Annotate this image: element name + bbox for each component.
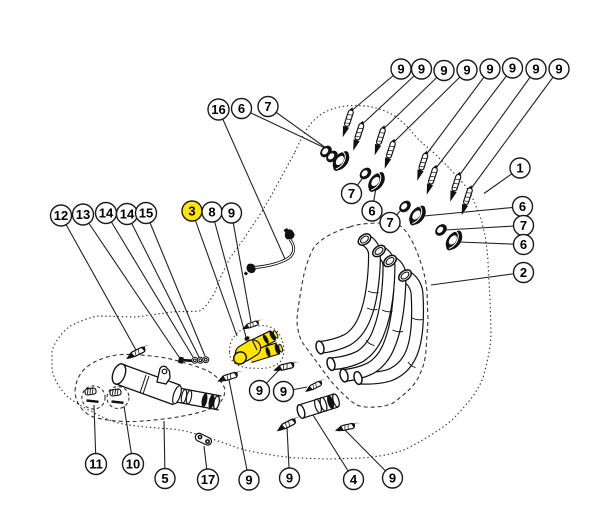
svg-text:7: 7 xyxy=(348,186,355,201)
svg-text:6: 6 xyxy=(519,199,526,214)
svg-text:9: 9 xyxy=(280,384,287,399)
svg-text:3: 3 xyxy=(188,204,195,219)
svg-text:9: 9 xyxy=(509,61,516,76)
svg-text:7: 7 xyxy=(264,99,271,114)
svg-text:13: 13 xyxy=(76,207,90,222)
svg-text:4: 4 xyxy=(350,472,358,487)
svg-text:14: 14 xyxy=(120,207,135,222)
svg-text:9: 9 xyxy=(440,63,447,78)
svg-text:9: 9 xyxy=(486,62,493,77)
svg-text:2: 2 xyxy=(520,265,527,280)
svg-text:6: 6 xyxy=(368,204,375,219)
svg-text:6: 6 xyxy=(520,237,527,252)
svg-text:9: 9 xyxy=(532,62,539,77)
svg-text:10: 10 xyxy=(126,457,140,472)
svg-text:17: 17 xyxy=(201,472,215,487)
svg-text:12: 12 xyxy=(54,208,68,223)
svg-text:9: 9 xyxy=(389,471,396,486)
svg-text:9: 9 xyxy=(228,206,235,221)
svg-text:9: 9 xyxy=(256,383,263,398)
svg-text:11: 11 xyxy=(89,457,103,472)
svg-text:9: 9 xyxy=(397,62,404,77)
svg-text:9: 9 xyxy=(418,62,425,77)
svg-text:7: 7 xyxy=(520,218,527,233)
svg-text:9: 9 xyxy=(555,62,562,77)
svg-text:5: 5 xyxy=(161,471,168,486)
svg-text:15: 15 xyxy=(139,206,153,221)
svg-text:8: 8 xyxy=(208,205,215,220)
svg-text:14: 14 xyxy=(99,206,114,221)
svg-text:9: 9 xyxy=(463,63,470,78)
svg-text:6: 6 xyxy=(238,101,245,116)
svg-text:9: 9 xyxy=(245,473,252,488)
svg-text:9: 9 xyxy=(286,471,293,486)
svg-text:16: 16 xyxy=(211,102,225,117)
svg-text:1: 1 xyxy=(516,161,523,176)
svg-text:7: 7 xyxy=(386,215,393,230)
